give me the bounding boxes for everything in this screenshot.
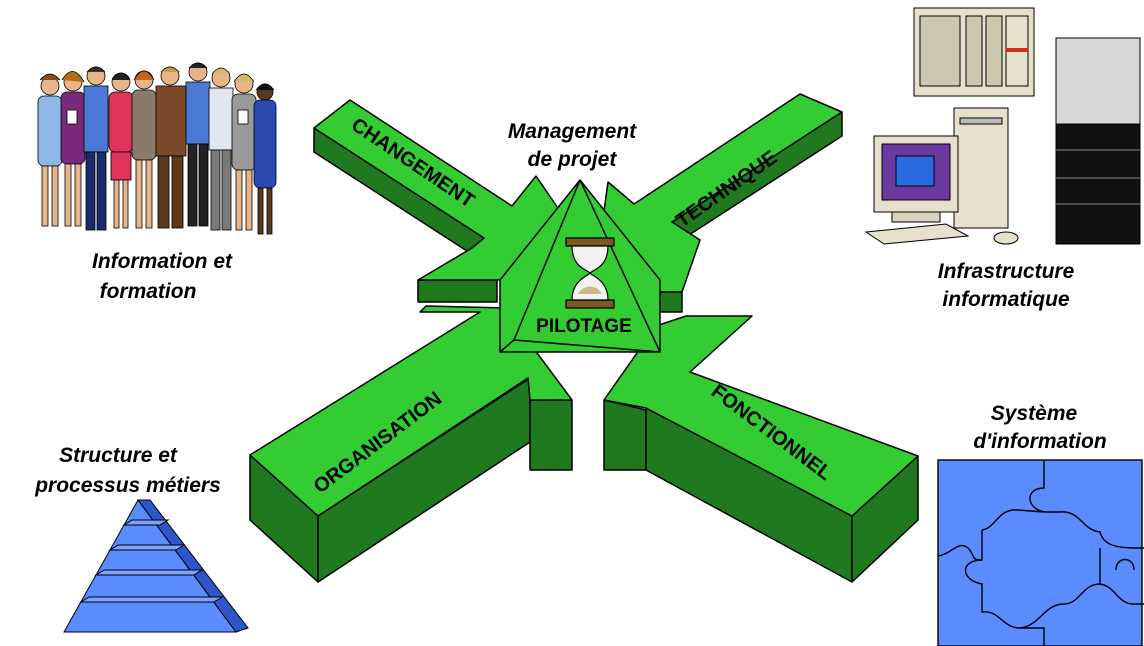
people-group-icon — [37, 62, 277, 235]
hourglass-icon — [565, 237, 615, 309]
green-arrows — [249, 93, 919, 583]
computer-hardware-icon — [864, 7, 1141, 245]
process-pyramid-icon — [63, 499, 249, 633]
caption-infrastructure-line2: informatique — [942, 288, 1069, 311]
pilotage-pyramid — [499, 179, 661, 353]
caption-information-line1: Information et — [92, 250, 233, 273]
caption-structure-line2: processus métiers — [34, 474, 221, 497]
server-tower-icon — [1055, 37, 1141, 245]
caption-systeme-line1: Système — [991, 402, 1078, 425]
arrow-organisation — [249, 305, 573, 583]
puzzle-icon — [937, 459, 1144, 646]
center-title-line2: de projet — [528, 148, 618, 171]
arrow-fonctionnel — [603, 315, 919, 583]
caption-systeme-line2: d'information — [973, 430, 1106, 453]
desktop-computer-icon — [864, 107, 1019, 245]
caption-information-line2: formation — [100, 280, 197, 303]
caption-infrastructure-line1: Infrastructure — [938, 260, 1075, 283]
caption-structure-line1: Structure et — [59, 444, 178, 467]
server-rack-icon — [913, 7, 1035, 97]
center-title-line1: Management — [508, 120, 637, 143]
pilotage-label: PILOTAGE — [536, 316, 632, 337]
